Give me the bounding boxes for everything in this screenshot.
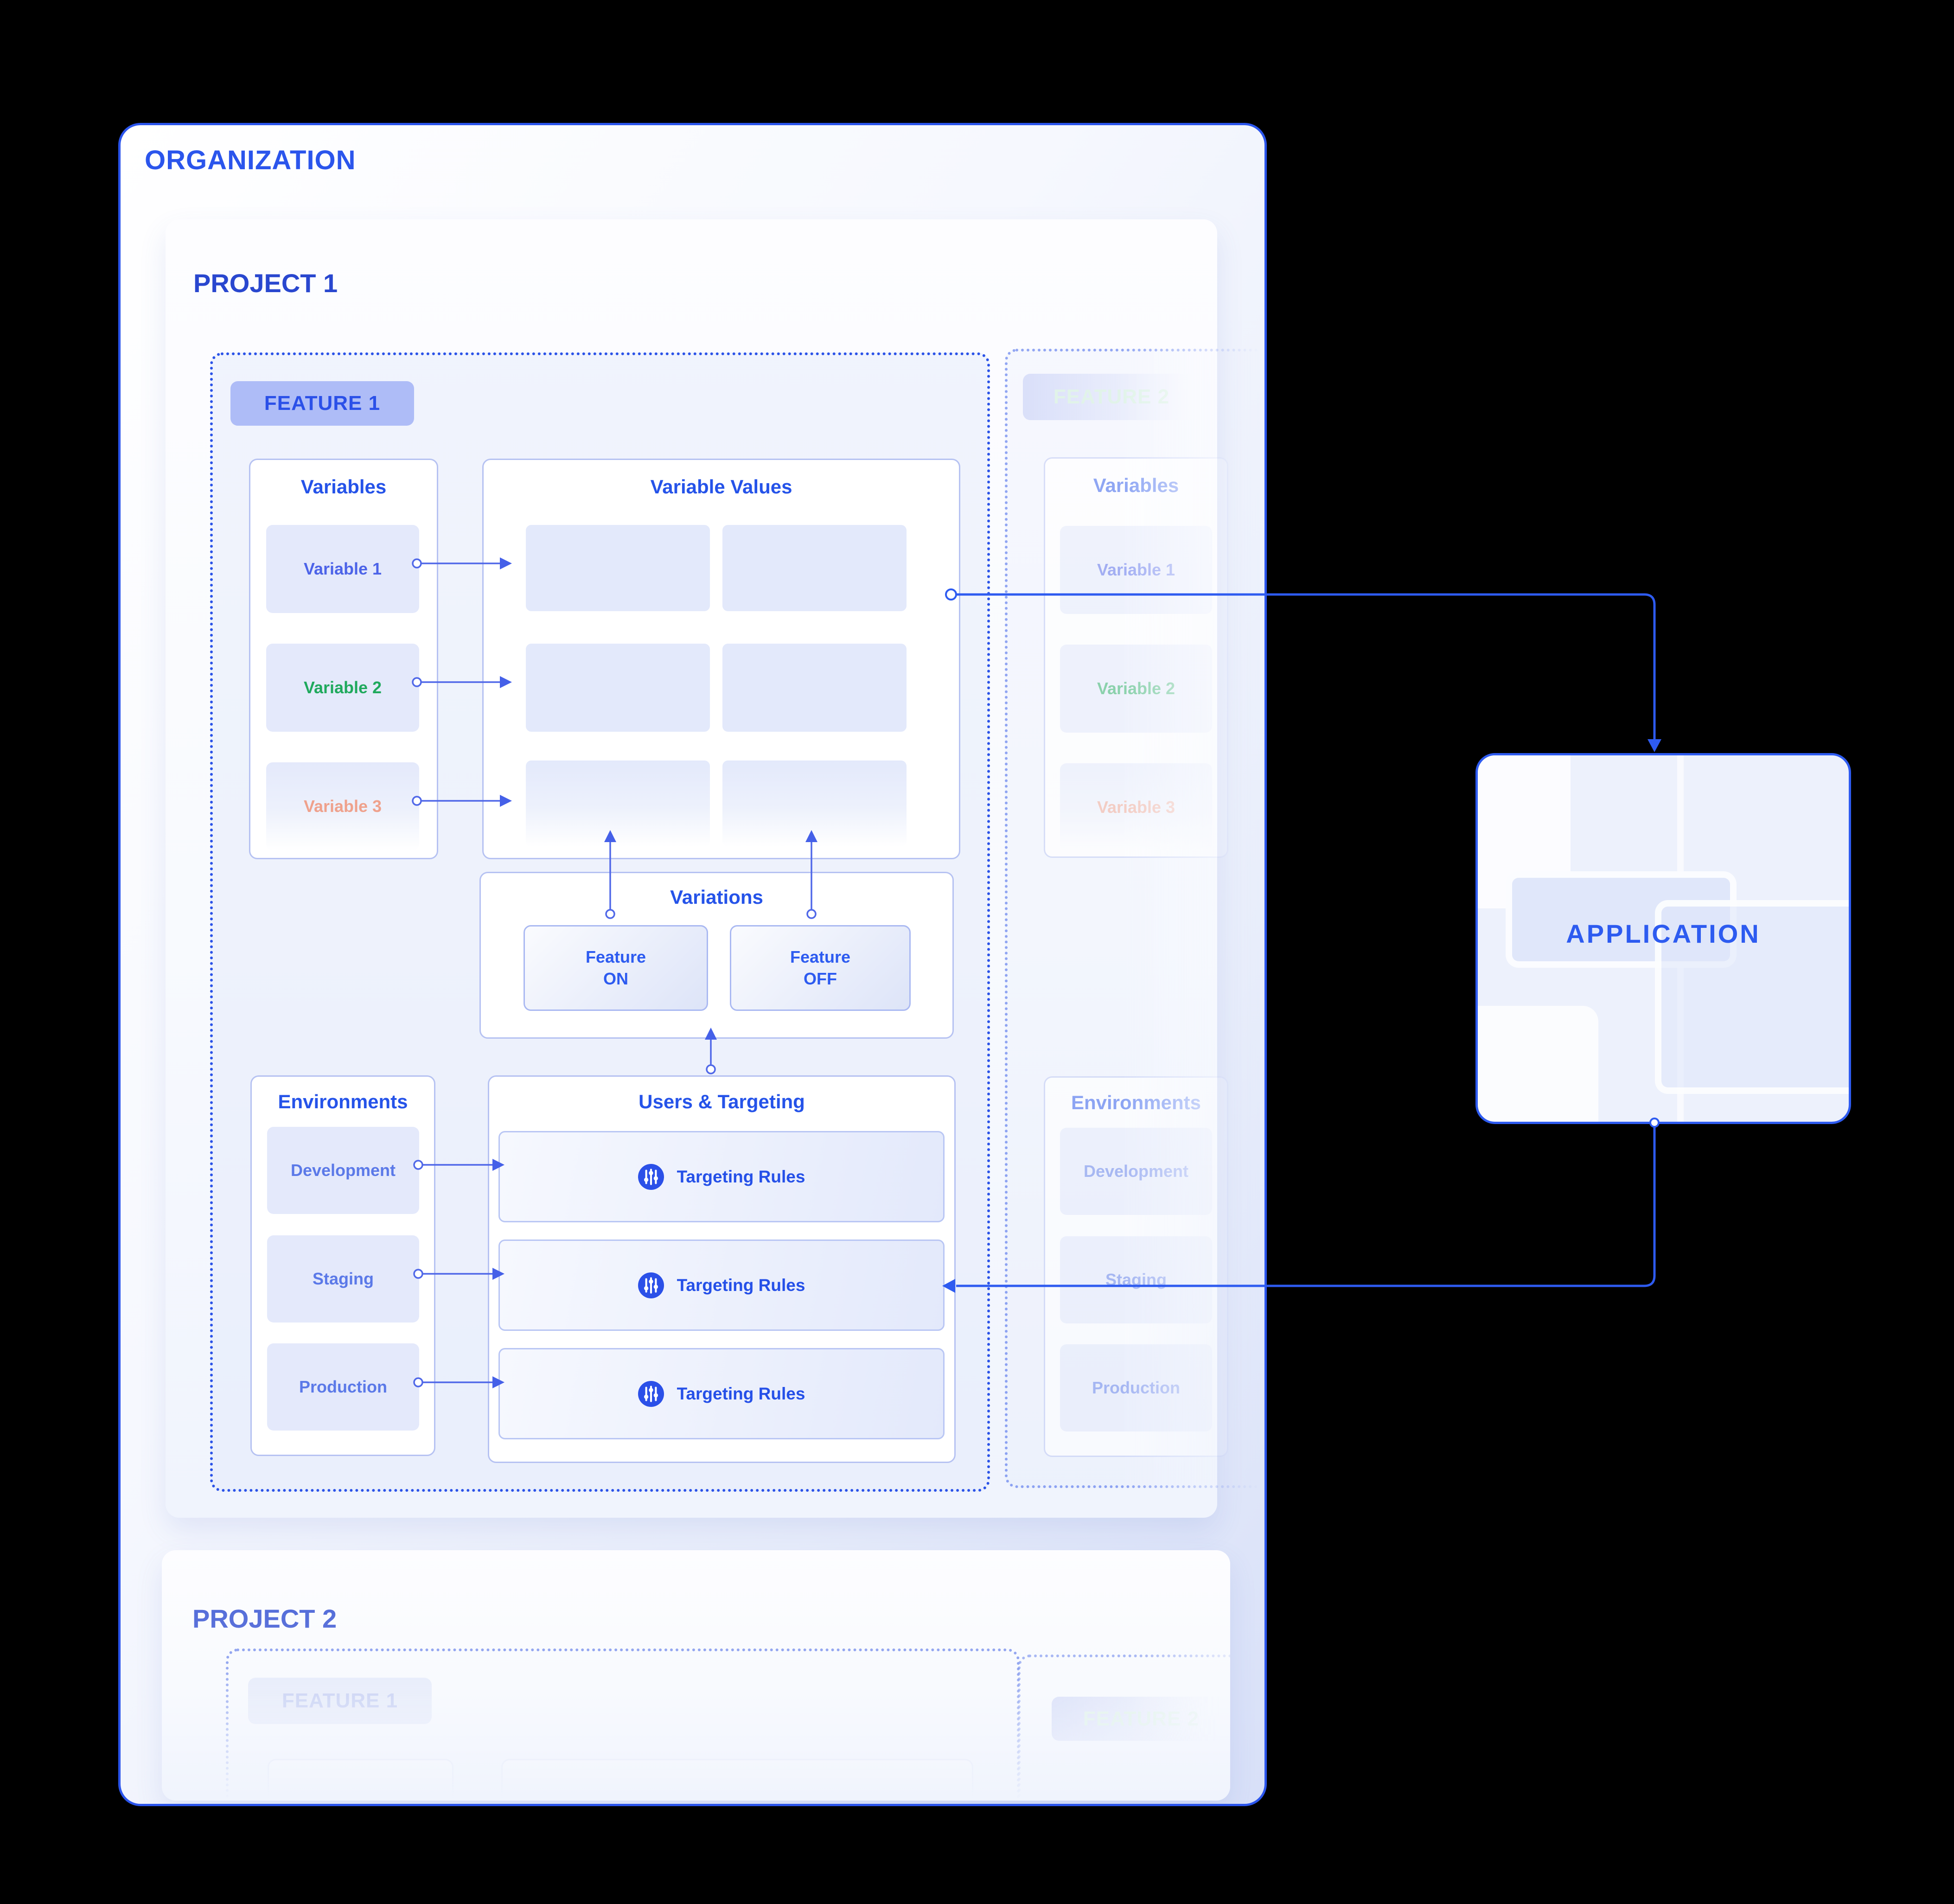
value-cell xyxy=(526,525,710,611)
feature2-environment-production: Production xyxy=(1060,1344,1212,1431)
feature-on-line1: Feature xyxy=(585,947,646,966)
feature2-variables-title: Variables xyxy=(1093,474,1179,496)
value-cell xyxy=(722,644,907,732)
project2-content: PROJECT 2 FEATURE 1 FEATURE 2 xyxy=(162,1550,1230,1801)
feature2-variable-2: Variable 2 xyxy=(1060,645,1212,733)
project2-feature1-box: FEATURE 1 xyxy=(226,1648,1020,1801)
environment-development: Development xyxy=(267,1127,419,1214)
environment-staging: Staging xyxy=(267,1235,419,1323)
project1-label: PROJECT 1 xyxy=(193,268,338,298)
ghost-panel xyxy=(268,1759,453,1801)
project1-card: PROJECT 1 FEATURE 1 Variables Variable 1… xyxy=(166,219,1264,1518)
ghost-panel xyxy=(501,1759,973,1801)
value-cell xyxy=(722,760,907,847)
targeting-rules-icon xyxy=(638,1380,664,1407)
project2-feature2-box: FEATURE 2 xyxy=(1018,1655,1230,1801)
value-cell xyxy=(526,644,710,732)
project2-feature1-chip: FEATURE 1 xyxy=(248,1678,432,1724)
project2-card: PROJECT 2 FEATURE 1 FEATURE 2 xyxy=(162,1550,1230,1801)
project2-feature2-chip: FEATURE 2 xyxy=(1052,1697,1230,1741)
targeting-rules-row: Targeting Rules xyxy=(498,1131,945,1222)
targeting-rules-icon xyxy=(638,1272,664,1298)
variable-2-item: Variable 2 xyxy=(266,644,419,732)
environments-title: Environments xyxy=(278,1091,408,1112)
feature2-variable-1: Variable 1 xyxy=(1060,526,1212,614)
feature2-environments-panel: Environments Development Staging Product… xyxy=(1044,1076,1228,1457)
feature2-chip: FEATURE 2 xyxy=(1023,374,1200,420)
variable-1-item: Variable 1 xyxy=(266,525,419,613)
variations-panel: Variations Feature ON Feature OFF xyxy=(479,872,954,1039)
variable-values-title: Variable Values xyxy=(650,476,792,498)
variable-3-item: Variable 3 xyxy=(266,762,419,850)
feature-off-line1: Feature xyxy=(790,947,851,966)
app-decoration xyxy=(1478,1006,1598,1122)
variations-title: Variations xyxy=(670,886,763,908)
application-label: APPLICATION xyxy=(1566,919,1761,948)
targeting-rules-icon xyxy=(638,1163,664,1190)
targeting-rules-label: Targeting Rules xyxy=(677,1384,805,1403)
app-decoration xyxy=(1655,900,1849,1094)
feature-on-box: Feature ON xyxy=(524,925,708,1011)
value-cell xyxy=(526,760,710,847)
users-targeting-title: Users & Targeting xyxy=(639,1091,805,1112)
users-targeting-panel: Users & Targeting Targeting Rules xyxy=(488,1075,956,1463)
application-box: APPLICATION xyxy=(1475,753,1851,1124)
environments-panel: Environments Development Staging Product… xyxy=(250,1075,435,1456)
feature2-variable-3: Variable 3 xyxy=(1060,763,1212,851)
feature2-variables-panel: Variables Variable 1 Variable 2 Variable… xyxy=(1044,457,1228,858)
feature1-chip: FEATURE 1 xyxy=(230,381,414,426)
project2-label: PROJECT 2 xyxy=(192,1604,337,1633)
feature-off-line2: OFF xyxy=(804,969,837,988)
environment-production: Production xyxy=(267,1343,419,1431)
feature2-box: FEATURE 2 Variables Variable 1 Variable … xyxy=(1005,349,1264,1488)
variables-title: Variables xyxy=(300,476,387,498)
targeting-rules-label: Targeting Rules xyxy=(677,1275,805,1295)
targeting-rules-row: Targeting Rules xyxy=(498,1348,945,1439)
feature2-environment-staging: Staging xyxy=(1060,1236,1212,1323)
feature-on-line2: ON xyxy=(603,969,628,988)
variables-panel: Variables Variable 1 Variable 2 Variable… xyxy=(249,459,438,859)
organization-label: ORGANIZATION xyxy=(145,145,356,175)
targeting-rules-row: Targeting Rules xyxy=(498,1240,945,1331)
feature1-box: FEATURE 1 Variables Variable 1 Variable … xyxy=(210,352,990,1492)
feature-off-box: Feature OFF xyxy=(730,925,911,1011)
organization-box: ORGANIZATION PROJECT 1 FEATURE 1 Variabl… xyxy=(118,123,1267,1806)
feature2-environments-title: Environments xyxy=(1071,1092,1201,1113)
feature2-environment-development: Development xyxy=(1060,1128,1212,1215)
variable-values-panel: Variable Values xyxy=(482,459,960,859)
targeting-rules-label: Targeting Rules xyxy=(677,1167,805,1186)
value-cell xyxy=(722,525,907,611)
